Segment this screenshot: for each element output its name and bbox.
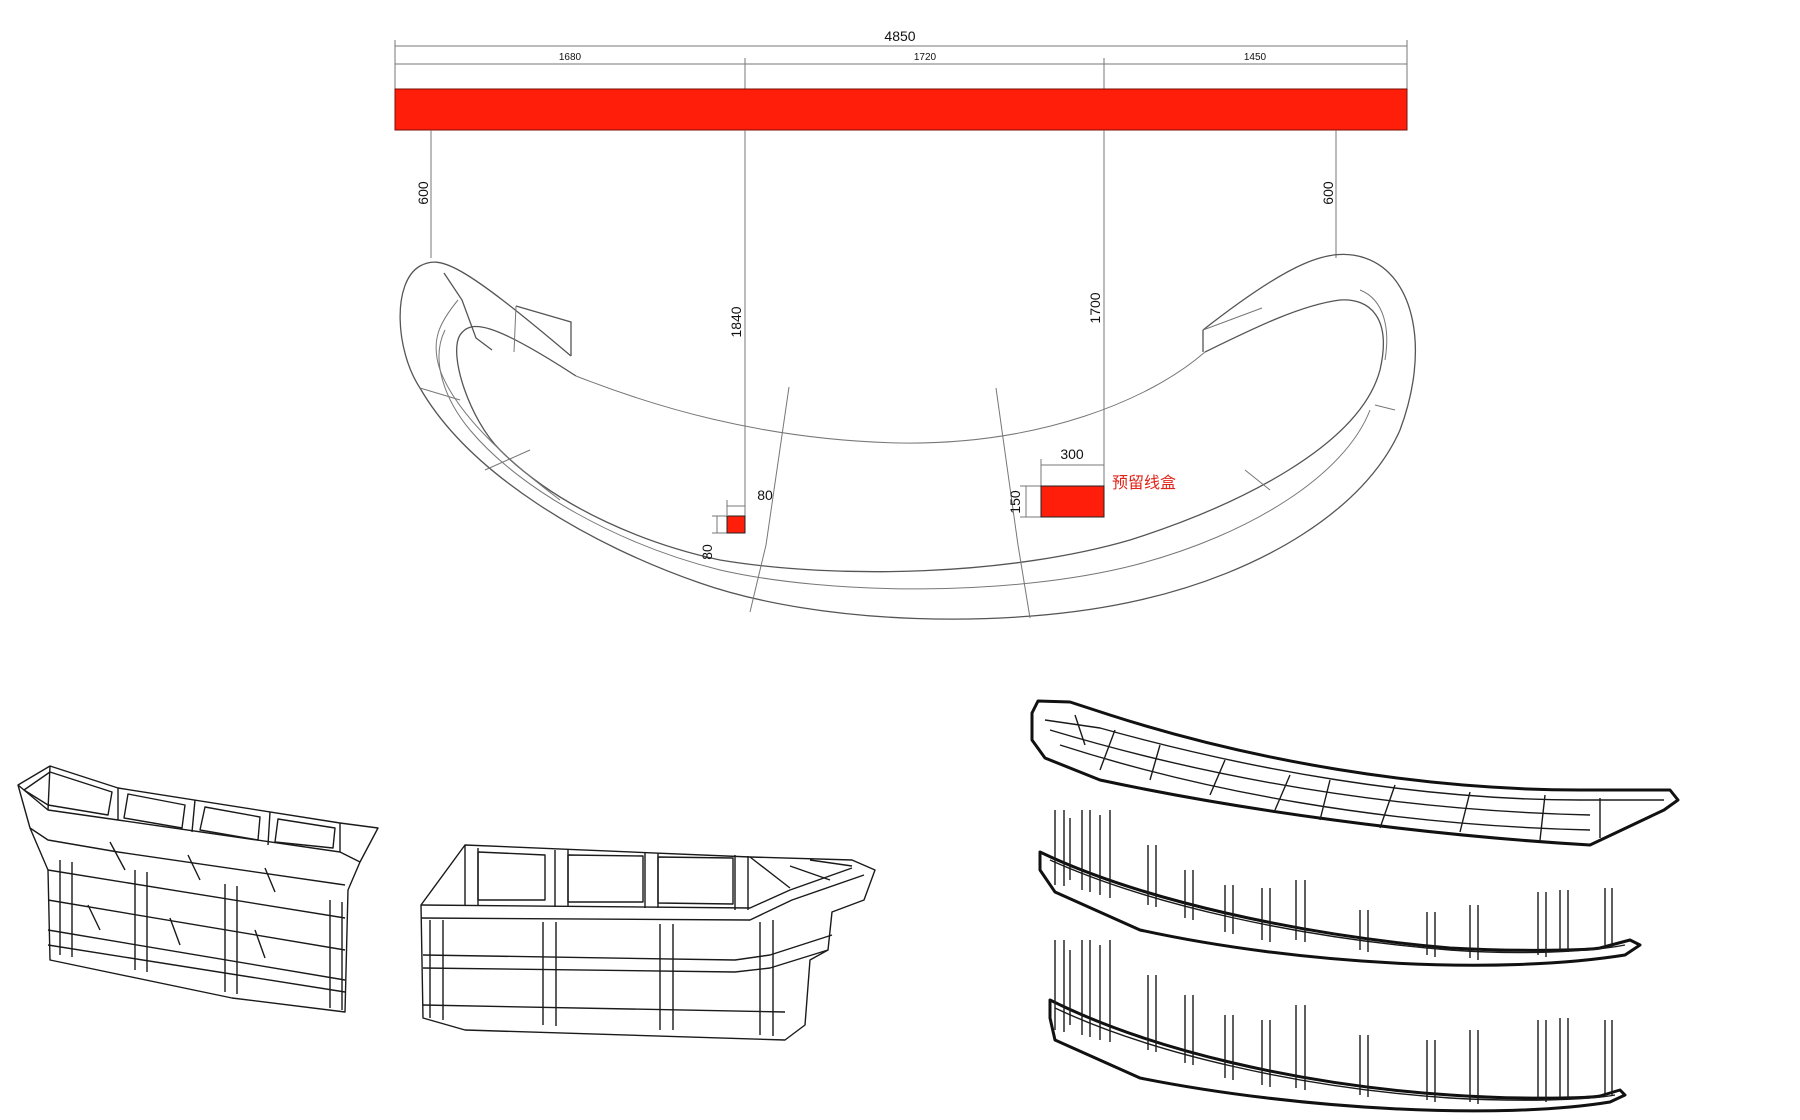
small-box-height-label: 80 — [699, 544, 715, 560]
overall-width-label: 4850 — [884, 28, 915, 44]
small-junction-box — [726, 515, 746, 534]
junction-box-height-label: 150 — [1007, 490, 1023, 514]
drop-right-label: 600 — [1320, 181, 1336, 205]
small-box-dimension — [712, 500, 745, 534]
segment-left-label: 1680 — [559, 52, 582, 63]
frame-exploded-top — [1030, 699, 1680, 847]
junction-box-width-label: 300 — [1060, 446, 1084, 462]
drop-lines — [430, 130, 1337, 533]
frame-exploded-bottom — [1048, 940, 1627, 1113]
frame-isometric-left — [17, 765, 379, 1013]
segment-middle-label: 1720 — [914, 52, 937, 63]
junction-box-note: 预留线盒 — [1112, 473, 1176, 492]
drop-mid-right-label: 1700 — [1087, 292, 1103, 323]
segment-dimensions: 1680 1720 1450 — [395, 52, 1407, 90]
frame-isometric-back — [420, 844, 876, 1041]
segment-right-label: 1450 — [1244, 52, 1267, 63]
overall-dimension: 4850 — [394, 28, 1408, 90]
counter-top-elevation — [394, 88, 1408, 131]
frame-exploded-middle — [1038, 810, 1642, 967]
drop-left-label: 600 — [415, 181, 431, 205]
small-box-width-label: 80 — [757, 487, 773, 503]
drop-mid-left-label: 1840 — [728, 306, 744, 337]
junction-box-dimension — [1020, 459, 1104, 518]
counter-plan — [399, 253, 1417, 620]
junction-box — [1040, 485, 1105, 518]
